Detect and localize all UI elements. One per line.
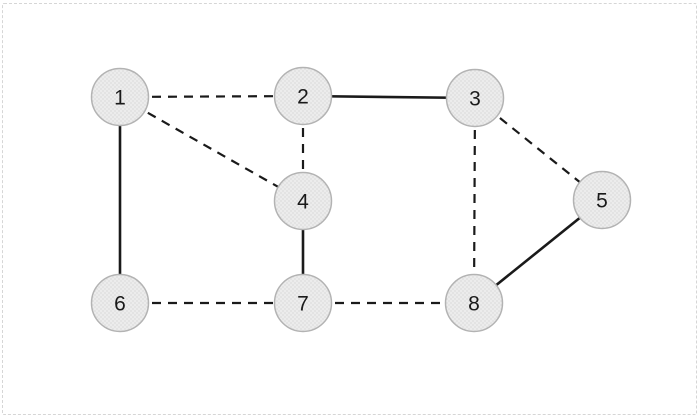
node-7: 7 (273, 273, 333, 333)
node-circle-3 (445, 68, 505, 128)
node-circle-7 (273, 273, 333, 333)
node-label-7: 7 (297, 293, 309, 316)
node-3: 3 (445, 68, 505, 128)
node-1: 1 (90, 67, 150, 127)
node-label-6: 6 (114, 293, 126, 316)
node-label-8: 8 (468, 293, 480, 316)
node-circle-2 (273, 66, 333, 126)
node-label-5: 5 (596, 190, 608, 213)
node-circle-1 (90, 67, 150, 127)
node-label-4: 4 (297, 191, 309, 214)
node-circle-4 (273, 171, 333, 231)
edge-1-2 (119, 94, 304, 99)
node-2: 2 (273, 66, 333, 126)
node-5: 5 (572, 170, 632, 230)
node-label-2: 2 (297, 86, 309, 109)
node-6: 6 (90, 273, 150, 333)
node-circle-6 (90, 273, 150, 333)
node-8: 8 (444, 273, 504, 333)
node-label-1: 1 (114, 87, 126, 110)
node-circle-5 (572, 170, 632, 230)
node-label-3: 3 (469, 88, 481, 111)
edge-3-8 (472, 97, 477, 304)
node-4: 4 (273, 171, 333, 231)
node-circle-8 (444, 273, 504, 333)
edge-1-4 (119, 96, 304, 202)
